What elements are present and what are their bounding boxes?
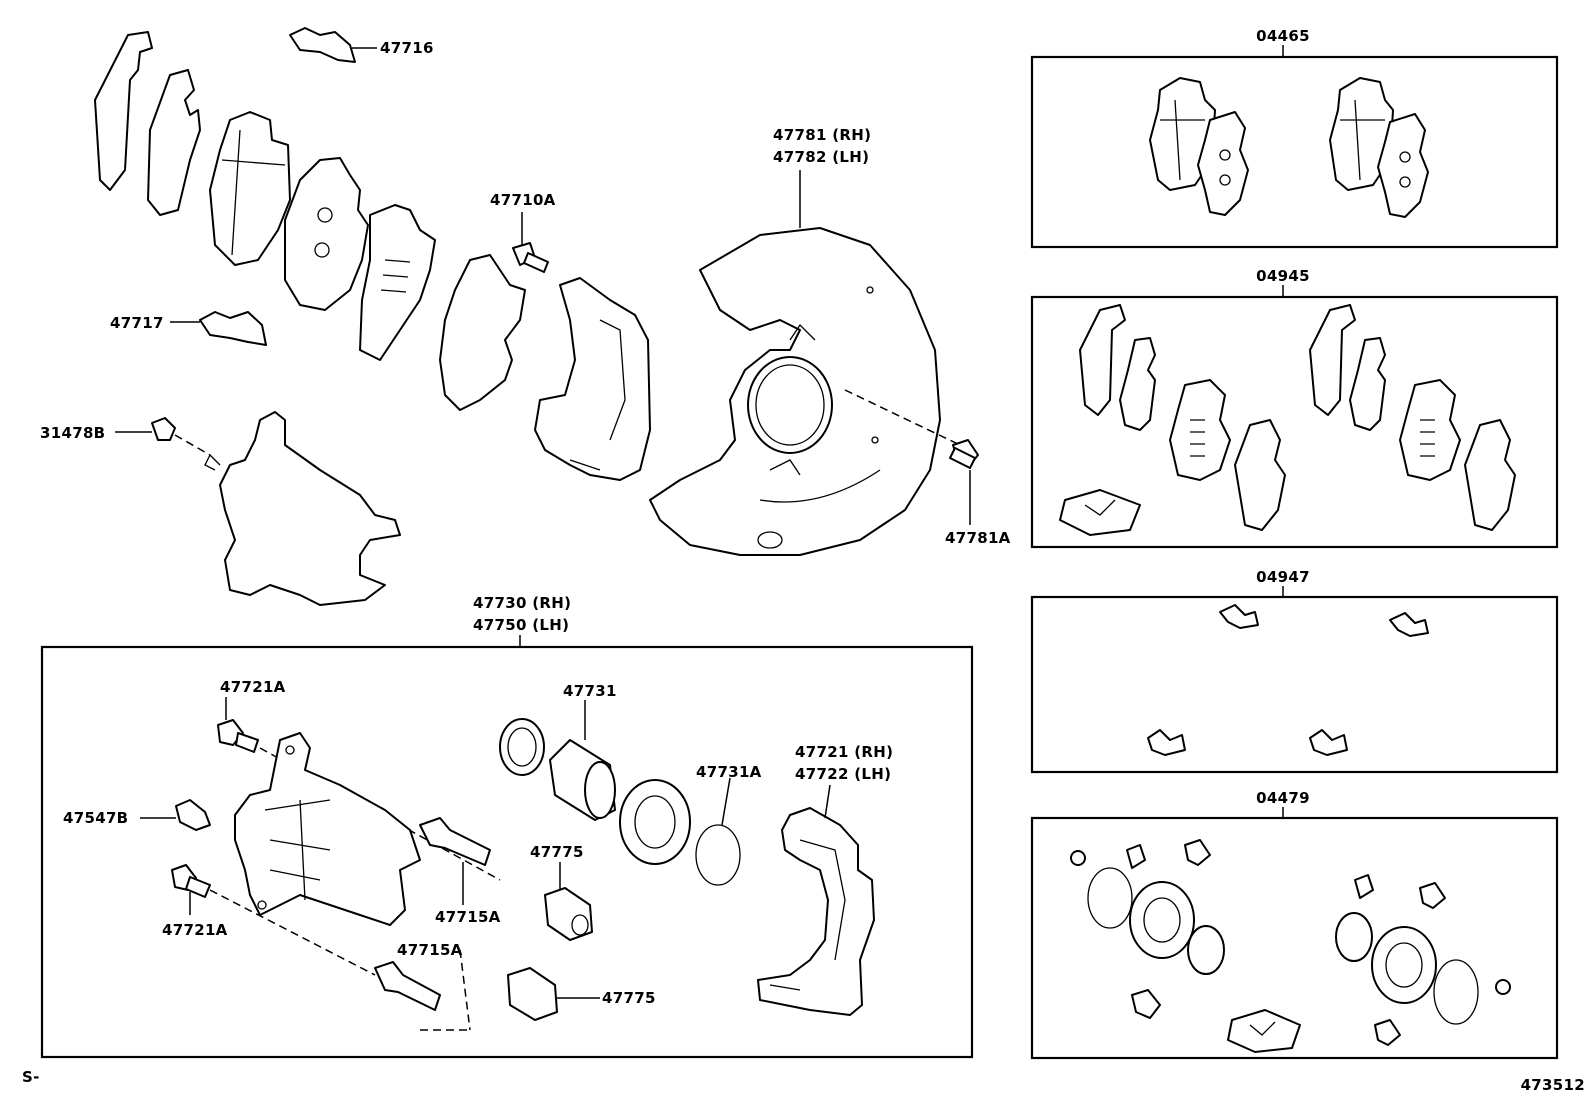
cylinder-boot-icon	[1371, 926, 1437, 1004]
shim-plate-icon	[1377, 113, 1429, 218]
anti-squeal-shim-icon	[1119, 337, 1156, 431]
diagram-number: 473512	[1521, 1076, 1585, 1094]
bleeder-plug-icon	[1419, 882, 1446, 909]
label-47715A-mid: 47715A	[435, 908, 501, 926]
caliper-body-icon	[234, 732, 421, 926]
label-47715A-bottom: 47715A	[397, 941, 463, 959]
pad-support-plate-icon	[439, 254, 526, 411]
bleeder-plug-icon-47547B	[175, 799, 211, 831]
cylinder-boot-icon	[619, 779, 691, 865]
label-47775-top: 47775	[530, 843, 584, 861]
wear-indicator-clip-icon-47717	[199, 311, 267, 346]
caliper-cylinder-body-icon	[219, 411, 401, 606]
pad-support-plate-icon	[1464, 419, 1516, 531]
kit-label-04465: 04465	[1256, 27, 1310, 45]
label-47721A-bottom: 47721A	[162, 921, 228, 939]
label-47710A: 47710A	[490, 191, 556, 209]
pad-support-plate-icon	[1234, 419, 1286, 531]
kit-box-04465: 04465	[1030, 27, 1559, 249]
bleeder-plug-icon	[1184, 839, 1211, 866]
piston-seal-icon	[1187, 925, 1225, 975]
slide-bushing-icon-47775-top	[544, 887, 593, 941]
kit-box-04947: 04947	[1030, 568, 1559, 774]
brake-pad-inner-icon	[209, 111, 291, 266]
slide-pin-icon-47715A-bottom	[374, 961, 441, 1011]
label-47717: 47717	[110, 314, 164, 332]
piston-boot-ring-icon	[499, 718, 545, 776]
hub-opening-icon	[747, 356, 833, 454]
wear-indicator-clip-icon	[1147, 729, 1186, 756]
grease-packet-icon	[1227, 1009, 1301, 1053]
label-47775-bottom: 47775	[602, 989, 656, 1007]
footer-left-code: S-	[22, 1068, 40, 1086]
label-47781-rh: 47781 (RH)	[773, 126, 871, 144]
wear-indicator-clip-icon-47716	[289, 27, 356, 63]
anti-squeal-shim-outer-icon	[94, 31, 153, 191]
label-47750-lh: 47750 (LH)	[473, 616, 569, 634]
label-47722-lh: 47722 (LH)	[795, 765, 891, 783]
kit-box-04479: 04479	[1030, 789, 1559, 1060]
piston-seal-icon	[1335, 912, 1373, 962]
bushing-icon	[1354, 874, 1374, 899]
kit-box-04945: 04945	[1030, 267, 1559, 549]
brake-pad-outer-icon	[284, 157, 369, 311]
bleeder-plug-icon	[1374, 1019, 1401, 1046]
label-31478B: 31478B	[40, 424, 105, 442]
caliper-mounting-support-icon	[757, 807, 875, 1016]
snap-ring-icon	[1087, 867, 1133, 929]
dust-boot-plug-icon-31478B	[151, 417, 176, 441]
snap-ring-icon-47731A	[695, 824, 741, 886]
anti-squeal-shim-icon	[1079, 304, 1126, 416]
wear-indicator-clip-icon	[1309, 729, 1348, 756]
label-47721A-top: 47721A	[220, 678, 286, 696]
anti-squeal-shim-icon	[1309, 304, 1356, 416]
label-47781A: 47781A	[945, 529, 1011, 547]
label-47731: 47731	[563, 682, 617, 700]
kit-label-04945: 04945	[1256, 267, 1310, 285]
anti-squeal-shim-inner-icon	[147, 69, 201, 216]
kit-label-04479: 04479	[1256, 789, 1310, 807]
slide-pin-icon-47715A-mid	[419, 817, 491, 866]
kit-label-04947: 04947	[1256, 568, 1310, 586]
dust-cap-icon	[1070, 850, 1086, 866]
pad-assembly-group	[94, 31, 526, 411]
snap-ring-icon	[1433, 959, 1479, 1025]
cylinder-boot-icon	[1129, 881, 1195, 959]
grease-packet-icon	[1059, 489, 1141, 536]
caliper-assembly-box: 47730 (RH) 47750 (LH) 47721A 47547B 4772…	[40, 594, 974, 1059]
bleeder-plug-icon	[1131, 989, 1161, 1019]
label-47731A: 47731A	[696, 763, 762, 781]
label-47721-rh: 47721 (RH)	[795, 743, 893, 761]
shim-plate-icon	[1197, 111, 1249, 216]
slide-bushing-icon-47775-bottom	[507, 967, 558, 1021]
anti-rattle-spring-icon	[1169, 379, 1231, 481]
anti-rattle-spring-icon	[359, 204, 436, 361]
label-47547B: 47547B	[63, 809, 128, 827]
wear-indicator-clip-icon	[1389, 612, 1429, 637]
bushing-icon	[1126, 844, 1146, 869]
label-47716: 47716	[380, 39, 434, 57]
anti-rattle-spring-icon	[1399, 379, 1461, 481]
caliper-mounting-bracket-icon	[534, 277, 651, 481]
dust-cap-icon	[1495, 979, 1511, 995]
label-47782-lh: 47782 (LH)	[773, 148, 869, 166]
anti-squeal-shim-icon	[1349, 337, 1386, 431]
label-47730-rh: 47730 (RH)	[473, 594, 571, 612]
wear-indicator-clip-icon	[1219, 604, 1259, 629]
